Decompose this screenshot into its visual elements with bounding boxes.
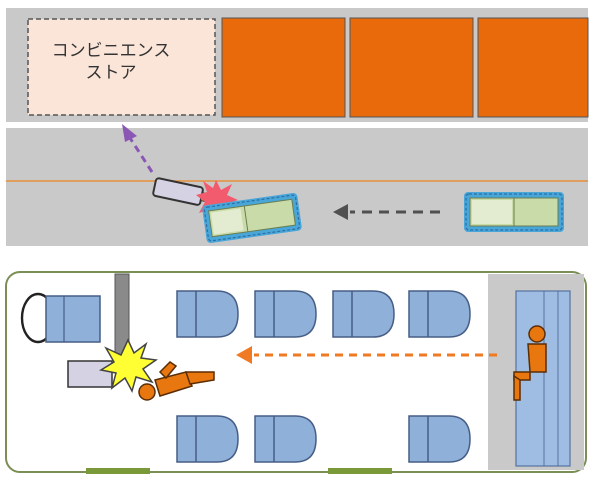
seat-row-upper bbox=[176, 290, 471, 338]
storefront-2 bbox=[349, 17, 474, 118]
bus-colliding-icon bbox=[202, 193, 302, 243]
bus-approaching-icon bbox=[464, 192, 564, 232]
seat-row-lower bbox=[176, 415, 471, 463]
sidewalk-line bbox=[6, 122, 588, 128]
road-edge bbox=[6, 246, 588, 252]
store-label-line2: ストア bbox=[85, 63, 137, 83]
passenger-motion-arrow-icon bbox=[236, 346, 497, 364]
fallen-passenger-icon bbox=[138, 361, 215, 401]
driver-icon bbox=[513, 325, 547, 401]
store-label-line1: コンビニエンス bbox=[51, 41, 171, 61]
door-marker-1 bbox=[86, 468, 150, 474]
storefront-1 bbox=[221, 17, 346, 118]
bus-interior bbox=[5, 271, 587, 474]
convenience-store bbox=[27, 18, 216, 116]
impact-burst-icon bbox=[98, 338, 159, 393]
street-scene bbox=[6, 8, 589, 252]
fare-box bbox=[67, 360, 113, 388]
storefront-3 bbox=[477, 17, 589, 118]
motorbike-path-arrow-icon bbox=[122, 124, 154, 173]
convenience-store-label: コンビニエンス ストア bbox=[30, 40, 192, 84]
front-seat bbox=[45, 295, 101, 343]
door-marker-2 bbox=[328, 468, 392, 474]
bus-path-arrow-icon bbox=[333, 204, 440, 220]
